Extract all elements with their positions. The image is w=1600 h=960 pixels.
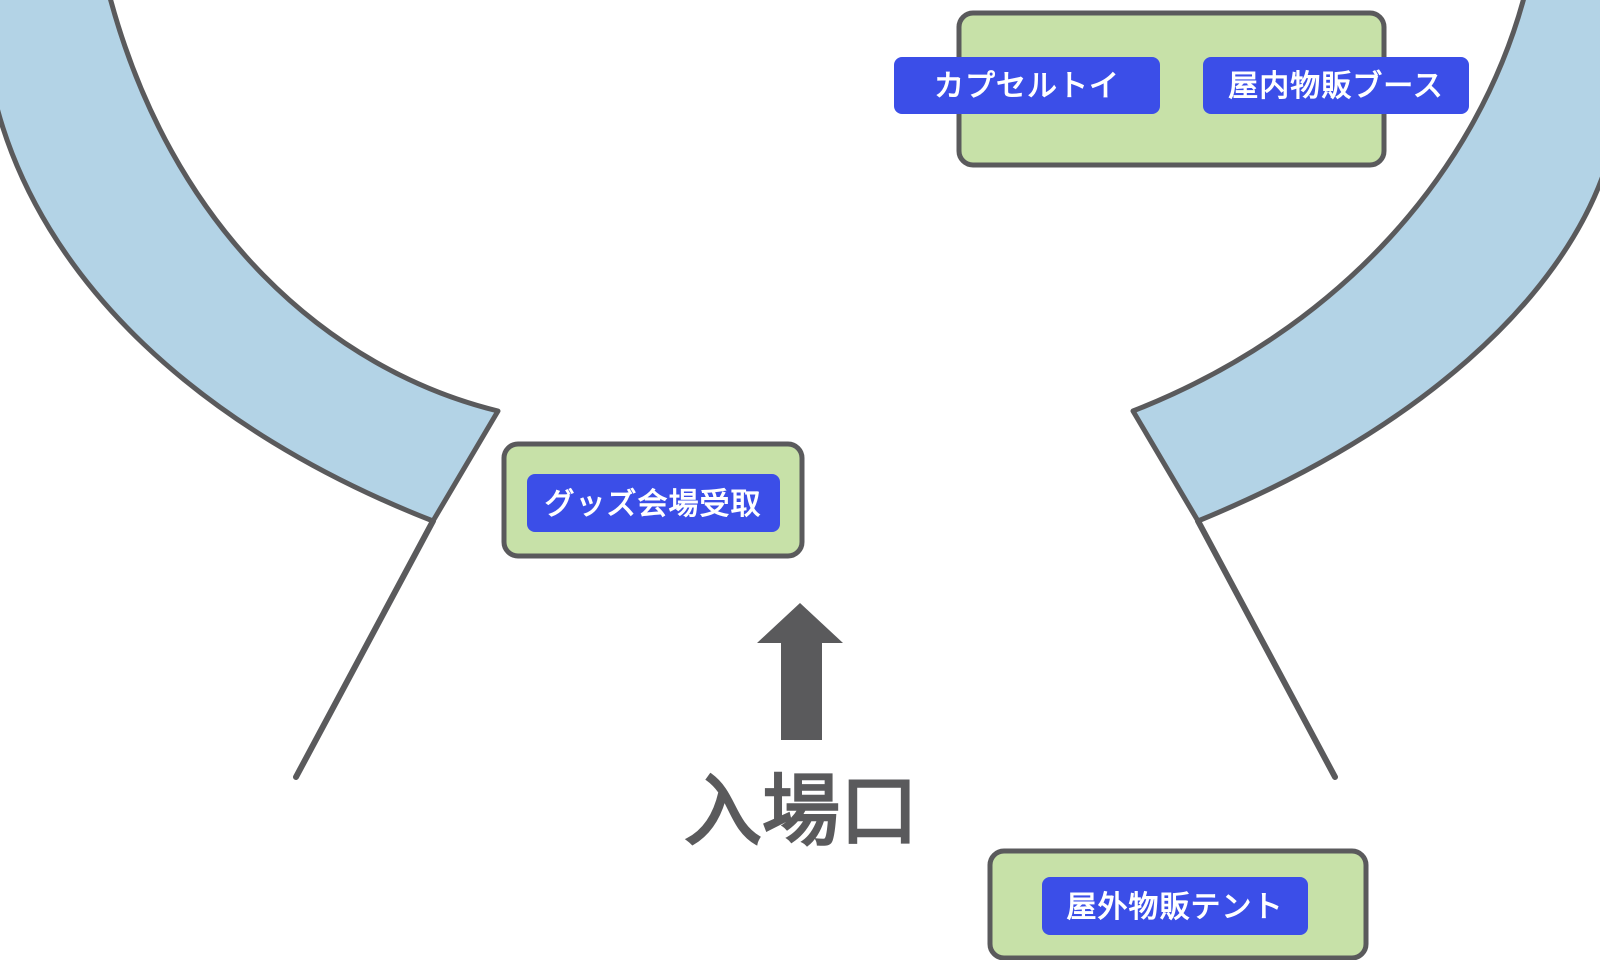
capsule-toy-text: カプセルトイ xyxy=(934,69,1120,104)
arrow-up-icon xyxy=(757,603,843,740)
goods-reception-label[interactable]: グッズ会場受取 xyxy=(527,474,780,532)
capsule-toy-label[interactable]: カプセルトイ xyxy=(894,57,1160,114)
goods-reception-text: グッズ会場受取 xyxy=(545,487,762,522)
right-fence-line xyxy=(1195,518,1338,780)
left-fence-line xyxy=(293,518,436,780)
indoor-booth-label[interactable]: 屋内物販ブース xyxy=(1203,57,1469,114)
outdoor-tent-label[interactable]: 屋外物販テント xyxy=(1042,877,1308,935)
left-building-wall xyxy=(0,0,501,524)
indoor-booth-text: 屋内物販ブース xyxy=(1228,69,1444,104)
entrance-label: 入場口 xyxy=(684,767,918,857)
outdoor-tent-text: 屋外物販テント xyxy=(1067,890,1284,925)
